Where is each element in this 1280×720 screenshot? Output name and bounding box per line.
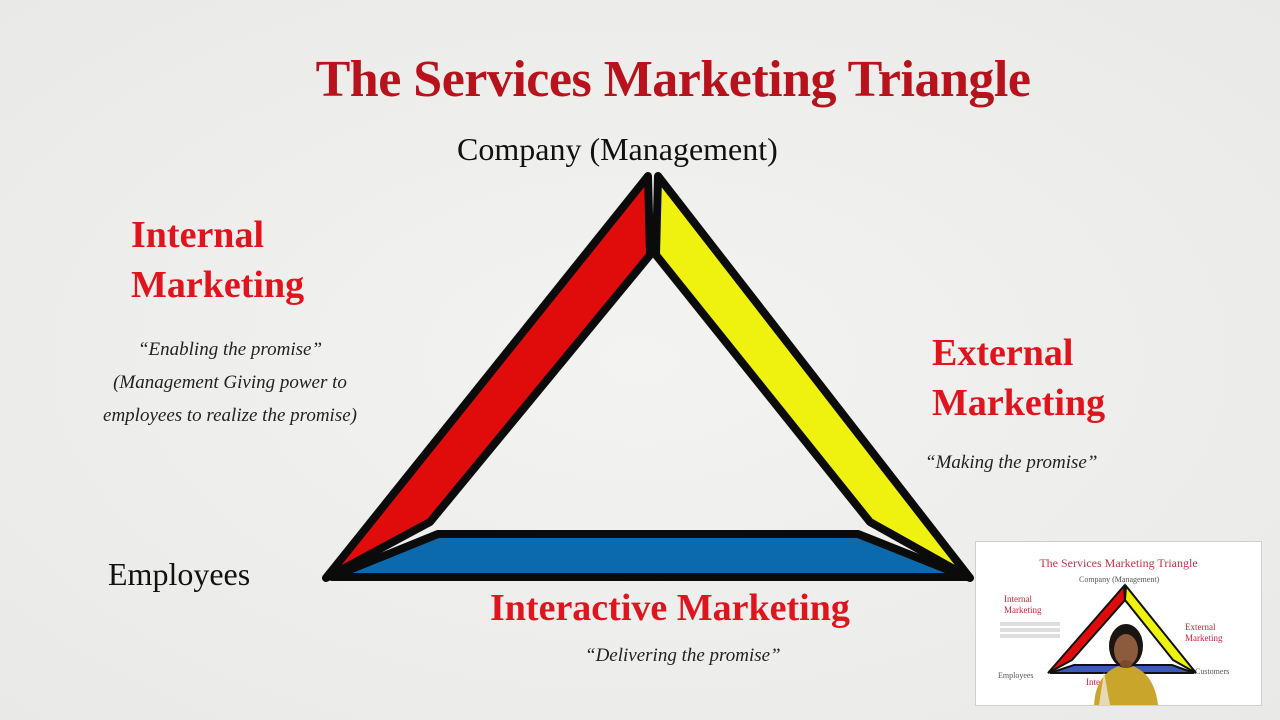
presenter-avatar — [1094, 624, 1158, 705]
pip-external-line1: External — [1185, 622, 1216, 632]
pip-customers-label: Customers — [1195, 667, 1230, 676]
pip-slide-title: The Services Marketing Triangle — [1039, 556, 1198, 570]
triangle-right-side-external — [652, 172, 974, 582]
external-heading-line1: External — [932, 332, 1074, 374]
internal-quote-line1: “Enabling the promise” — [137, 339, 323, 360]
external-marketing-quote: “Making the promise” — [925, 452, 1098, 473]
external-heading-line2: Marketing — [932, 382, 1106, 424]
interactive-marketing-heading: Interactive Marketing — [490, 587, 850, 629]
pip-triangle-right — [1123, 583, 1197, 674]
internal-marketing-heading: Internal Marketing — [131, 210, 304, 310]
vertex-company-label: Company (Management) — [457, 131, 778, 167]
pip-external-line2: Marketing — [1185, 633, 1223, 643]
pip-triangle — [1047, 583, 1197, 674]
internal-quote-line3: employees to realize the promise) — [103, 405, 357, 426]
pip-employees-label: Employees — [998, 671, 1034, 680]
internal-heading-line2: Marketing — [131, 264, 305, 306]
pip-internal-line1: Internal — [1004, 594, 1032, 604]
internal-heading-line1: Internal — [131, 214, 264, 256]
external-marketing-heading: External Marketing — [932, 328, 1105, 428]
internal-quote-line2: (Management Giving power to — [113, 372, 347, 393]
presenter-video-thumbnail: The Services Marketing Triangle Company … — [975, 541, 1262, 706]
interactive-marketing-quote: “Delivering the promise” — [585, 645, 781, 666]
internal-marketing-quote: “Enabling the promise” (Management Givin… — [90, 333, 370, 432]
vertex-employees-label: Employees — [108, 556, 251, 592]
slide-title: The Services Marketing Triangle — [315, 51, 1031, 108]
pip-external-heading: External Marketing — [1185, 622, 1223, 644]
triangle-bottom-side-interactive — [328, 530, 970, 581]
pip-internal-heading: Internal Marketing — [1004, 594, 1042, 616]
pip-company-label: Company (Management) — [1079, 575, 1160, 584]
pip-interactive-partial: Inte — [1086, 677, 1100, 687]
pip-internal-line2: Marketing — [1004, 605, 1042, 615]
pip-internal-note — [1000, 620, 1060, 640]
triangle-left-side-internal — [322, 172, 654, 582]
